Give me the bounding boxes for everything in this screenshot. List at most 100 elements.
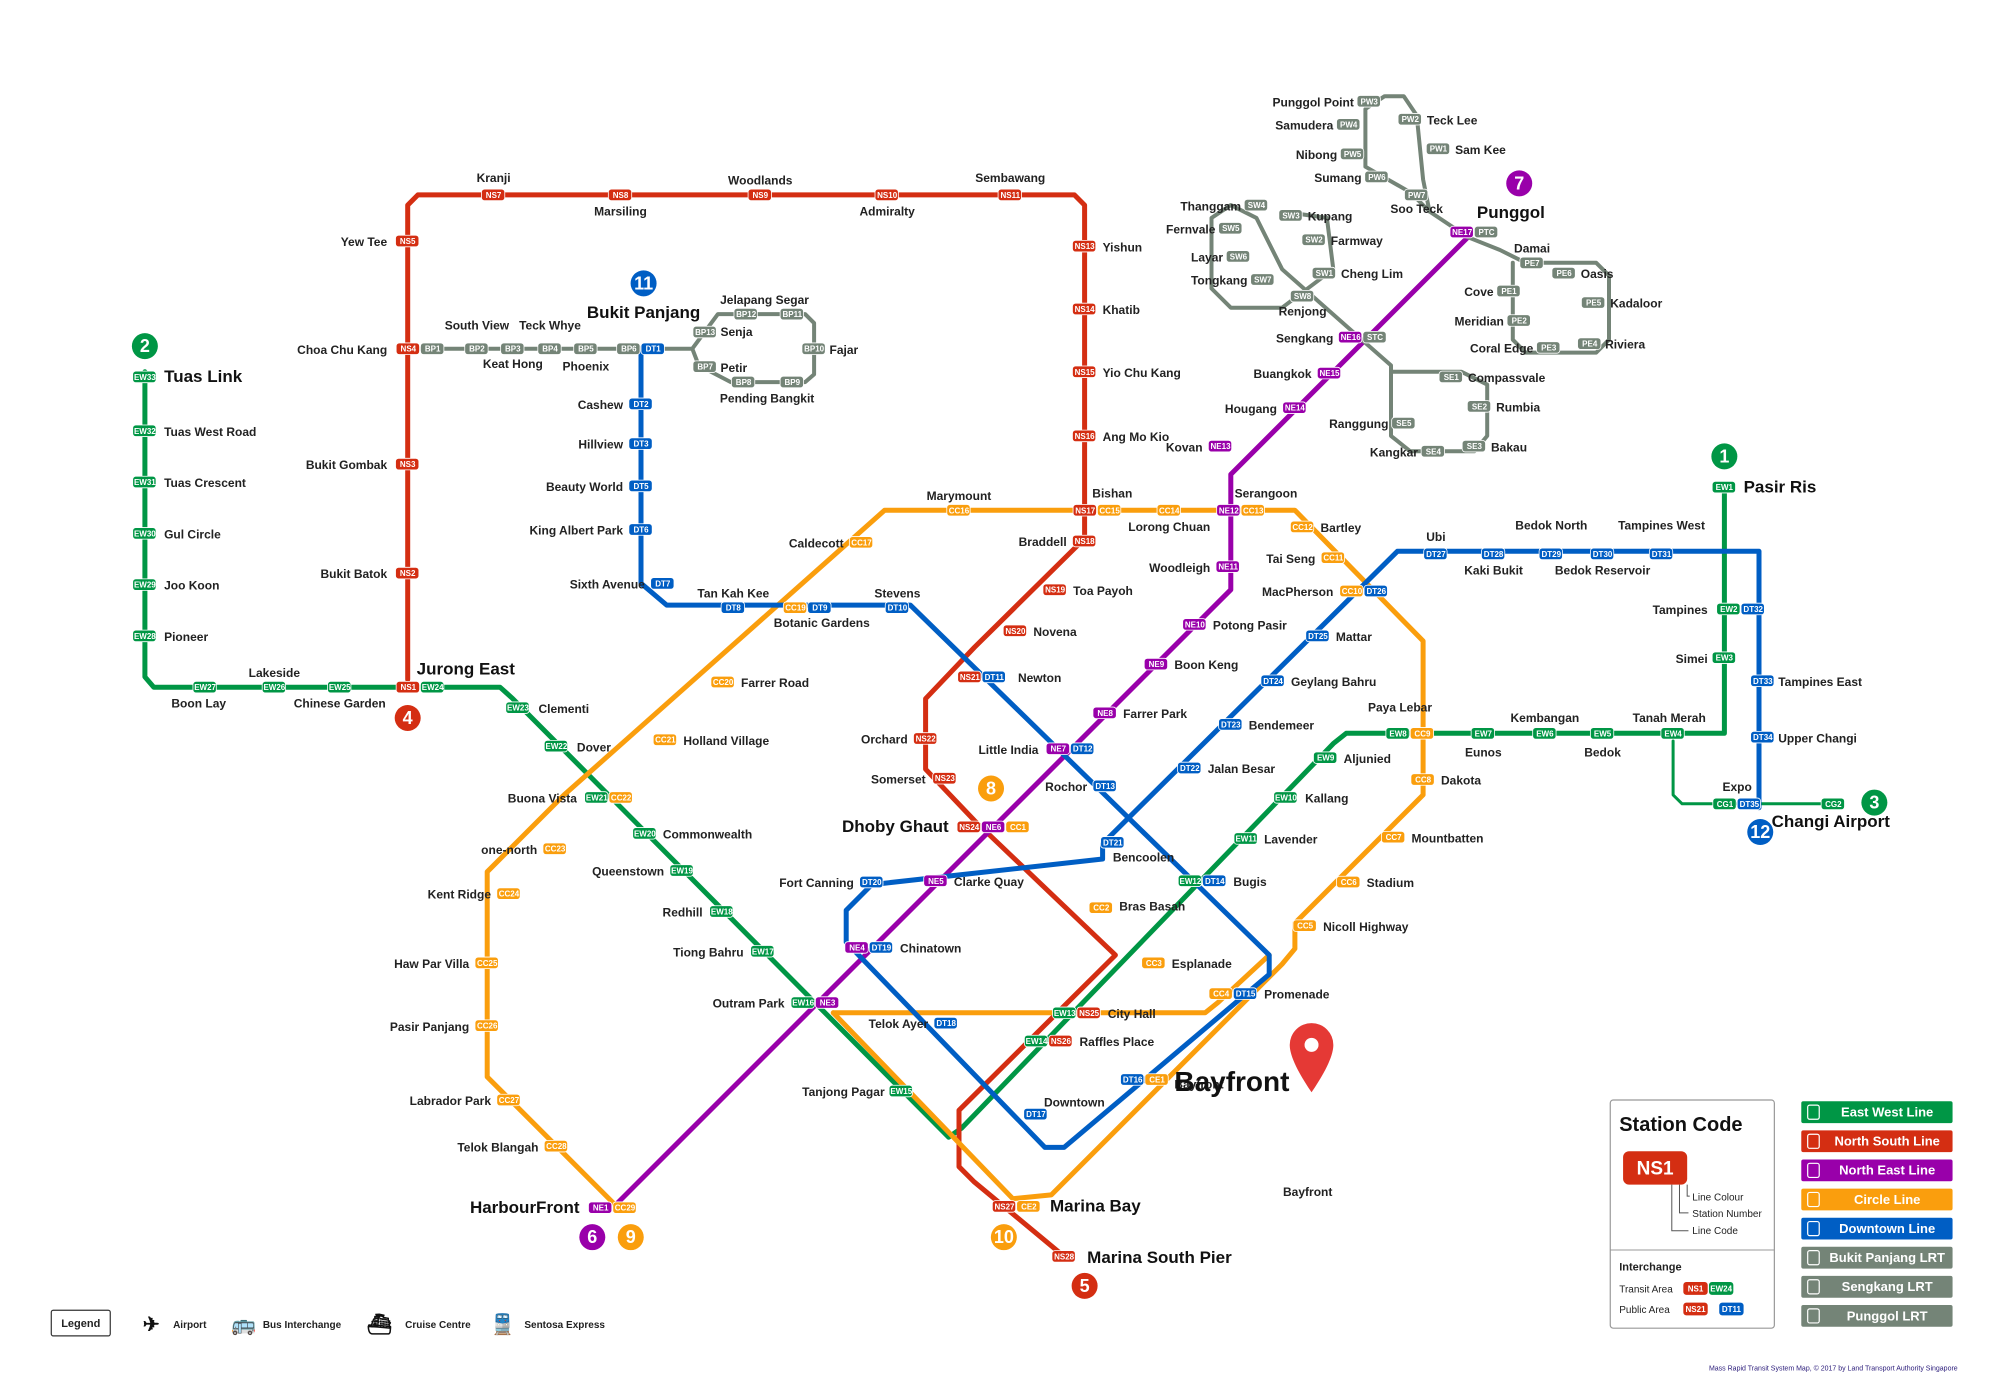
station-oasis[interactable]: Oasis: [1581, 267, 1614, 281]
station-cove[interactable]: Cove: [1464, 285, 1494, 299]
station-boon-keng[interactable]: Boon Keng: [1174, 658, 1238, 672]
station-woodlands[interactable]: Woodlands: [728, 174, 793, 188]
station-dakota[interactable]: Dakota: [1441, 774, 1481, 788]
station-newton[interactable]: Newton: [1018, 671, 1061, 685]
station-teck-lee[interactable]: Teck Lee: [1427, 113, 1478, 127]
station-kangkar[interactable]: Kangkar: [1370, 445, 1418, 459]
station-sengkang[interactable]: Sengkang: [1276, 331, 1333, 345]
station-mattar[interactable]: Mattar: [1336, 630, 1372, 644]
station-somerset[interactable]: Somerset: [871, 772, 926, 786]
station-clementi[interactable]: Clementi: [538, 702, 589, 716]
station-caldecott[interactable]: Caldecott: [789, 536, 844, 550]
station-braddell[interactable]: Braddell: [1019, 535, 1067, 549]
station-ang-mo-kio[interactable]: Ang Mo Kio: [1103, 430, 1170, 444]
station-bedok[interactable]: Bedok: [1584, 745, 1621, 759]
station-telok-ayer[interactable]: Telok Ayer: [869, 1017, 929, 1031]
station-mountbatten[interactable]: Mountbatten: [1412, 831, 1484, 845]
station-jurong-east[interactable]: Jurong East: [417, 659, 516, 678]
station-simei[interactable]: Simei: [1676, 652, 1708, 666]
station-yishun[interactable]: Yishun: [1103, 240, 1143, 254]
station-tan-kah-kee[interactable]: Tan Kah Kee: [697, 586, 769, 600]
station-marina-south-pier[interactable]: Marina South Pier: [1087, 1248, 1232, 1267]
station-tuas-link[interactable]: Tuas Link: [164, 367, 243, 386]
station-samudera[interactable]: Samudera: [1275, 118, 1333, 132]
station-layar[interactable]: Layar: [1191, 251, 1223, 265]
station-boon-lay[interactable]: Boon Lay: [171, 697, 226, 711]
station-bangkit[interactable]: Bangkit: [770, 392, 814, 406]
station-punggol-point[interactable]: Punggol Point: [1273, 95, 1354, 109]
station-sumang[interactable]: Sumang: [1314, 171, 1361, 185]
station-bakau[interactable]: Bakau: [1491, 440, 1527, 454]
station-marsiling[interactable]: Marsiling: [594, 204, 647, 218]
station-compassvale[interactable]: Compassvale: [1468, 371, 1546, 385]
station-city-hall[interactable]: City Hall: [1108, 1007, 1156, 1021]
station-ranggung[interactable]: Ranggung: [1329, 417, 1388, 431]
station-potong-pasir[interactable]: Potong Pasir: [1213, 618, 1287, 632]
station-farrer-road[interactable]: Farrer Road: [741, 676, 809, 690]
station-jelapang[interactable]: Jelapang: [720, 293, 772, 307]
station-damai[interactable]: Damai: [1514, 242, 1550, 256]
station-one-north[interactable]: one-north: [481, 843, 537, 857]
station-little-india[interactable]: Little India: [978, 743, 1038, 757]
station-aljunied[interactable]: Aljunied: [1344, 752, 1391, 766]
station-kranji[interactable]: Kranji: [477, 171, 511, 185]
station-serangoon[interactable]: Serangoon: [1235, 486, 1298, 500]
station-lorong-chuan[interactable]: Lorong Chuan: [1128, 520, 1210, 534]
station-teck-whye[interactable]: Teck Whye: [519, 318, 581, 332]
station-buona-vista[interactable]: Buona Vista: [508, 792, 577, 806]
station-tuas-crescent[interactable]: Tuas Crescent: [164, 476, 246, 490]
station-choa-chu-kang[interactable]: Choa Chu Kang: [297, 343, 387, 357]
station-stevens[interactable]: Stevens: [874, 586, 920, 600]
station-sembawang[interactable]: Sembawang: [975, 171, 1045, 185]
station-marymount[interactable]: Marymount: [927, 489, 992, 503]
station-haw-par-villa[interactable]: Haw Par Villa: [394, 957, 469, 971]
station-nicoll-highway[interactable]: Nicoll Highway: [1323, 920, 1409, 934]
station-telok-blangah[interactable]: Telok Blangah: [457, 1140, 538, 1154]
station-buangkok[interactable]: Buangkok: [1254, 367, 1312, 381]
station-tanah-merah[interactable]: Tanah Merah: [1633, 711, 1706, 725]
station-esplanade[interactable]: Esplanade: [1172, 957, 1232, 971]
station-chinatown[interactable]: Chinatown: [900, 942, 961, 956]
station-bishan[interactable]: Bishan: [1092, 486, 1132, 500]
station-thanggam[interactable]: Thanggam: [1180, 199, 1241, 213]
station-eunos[interactable]: Eunos: [1465, 745, 1502, 759]
station-changi-airport[interactable]: Changi Airport: [1772, 812, 1891, 831]
station-fort-canning[interactable]: Fort Canning: [779, 876, 854, 890]
station-kupang[interactable]: Kupang: [1308, 210, 1353, 224]
station-bukit-gombak[interactable]: Bukit Gombak: [306, 458, 388, 472]
station-marina-bay[interactable]: Marina Bay: [1050, 1197, 1141, 1216]
station-novena[interactable]: Novena: [1033, 625, 1077, 639]
station-bedok-reservoir[interactable]: Bedok Reservoir: [1555, 563, 1651, 577]
station-orchard[interactable]: Orchard: [861, 733, 908, 747]
station-bugis[interactable]: Bugis: [1233, 875, 1267, 889]
station-bayfront[interactable]: Bayfront: [1174, 1077, 1223, 1091]
station-downtown[interactable]: Downtown: [1044, 1095, 1105, 1109]
station-bartley[interactable]: Bartley: [1321, 521, 1362, 535]
station-kadaloor[interactable]: Kadaloor: [1610, 297, 1662, 311]
station-bencoolen[interactable]: Bencoolen: [1113, 851, 1174, 865]
station-raffles-place[interactable]: Raffles Place: [1079, 1035, 1154, 1049]
station-tai-seng[interactable]: Tai Seng: [1266, 552, 1315, 566]
station-pasir-ris[interactable]: Pasir Ris: [1744, 477, 1817, 496]
station-yew-tee[interactable]: Yew Tee: [341, 235, 388, 249]
station-chinese-garden[interactable]: Chinese Garden: [294, 697, 386, 711]
station-tampines-east[interactable]: Tampines East: [1778, 675, 1862, 689]
station-farrer-park[interactable]: Farrer Park: [1123, 707, 1187, 721]
station-kallang[interactable]: Kallang: [1305, 792, 1348, 806]
station-soo-teck[interactable]: Soo Teck: [1390, 202, 1443, 216]
station-kembangan[interactable]: Kembangan: [1511, 711, 1580, 725]
station-punggol[interactable]: Punggol: [1477, 203, 1545, 222]
station-renjong[interactable]: Renjong: [1279, 304, 1327, 318]
station-bukit-panjang[interactable]: Bukit Panjang: [587, 303, 700, 322]
station-sam-kee[interactable]: Sam Kee: [1455, 143, 1506, 157]
station-admiralty[interactable]: Admiralty: [859, 204, 915, 218]
station-kent-ridge[interactable]: Kent Ridge: [428, 888, 492, 902]
station-redhill[interactable]: Redhill: [663, 906, 703, 920]
station-clarke-quay[interactable]: Clarke Quay: [954, 875, 1024, 889]
station-joo-koon[interactable]: Joo Koon: [164, 579, 219, 593]
station-bendemeer[interactable]: Bendemeer: [1249, 718, 1315, 732]
station-expo[interactable]: Expo: [1723, 780, 1752, 794]
station-cashew[interactable]: Cashew: [578, 398, 624, 412]
station-farmway[interactable]: Farmway: [1331, 234, 1383, 248]
station-bedok-north[interactable]: Bedok North: [1515, 518, 1587, 532]
